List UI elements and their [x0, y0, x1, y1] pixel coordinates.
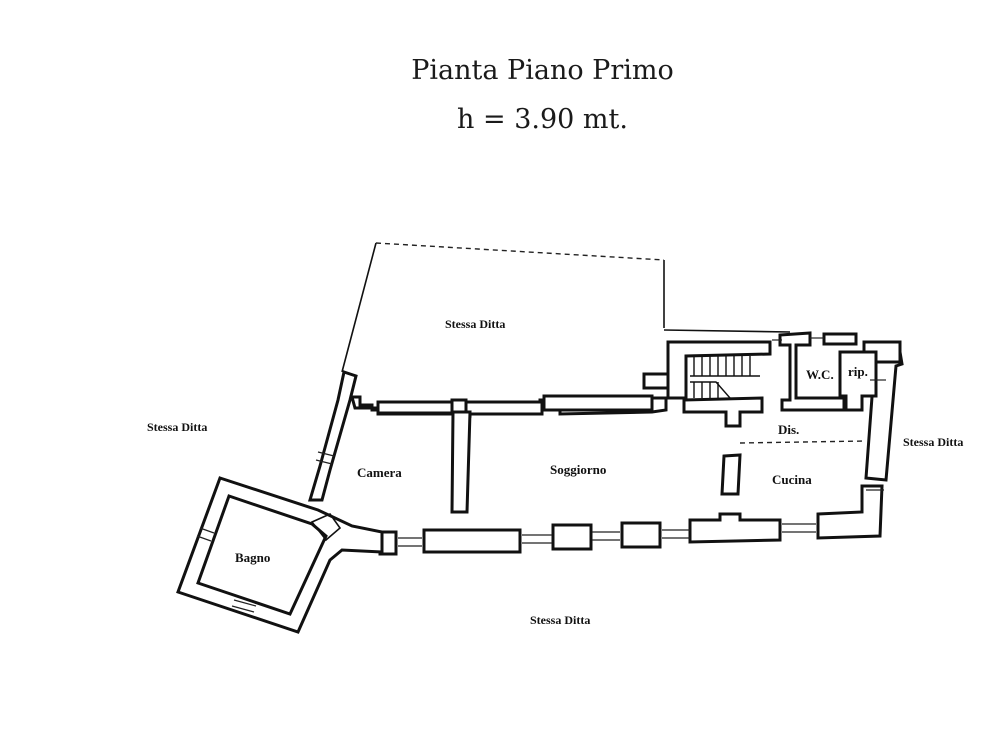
plan-title: Pianta Piano Primo — [411, 55, 674, 86]
adjacent-label-west: Stessa Ditta — [147, 420, 207, 434]
room-label-wc: W.C. — [806, 367, 834, 382]
adjacent-label-south: Stessa Ditta — [530, 613, 590, 627]
bagno-wing — [176, 476, 384, 634]
room-label-cucina: Cucina — [772, 472, 812, 487]
room-label-soggiorno: Soggiorno — [550, 462, 606, 477]
windows — [196, 337, 886, 613]
staircase — [642, 340, 772, 400]
ceiling-height: h = 3.90 mt. — [457, 104, 628, 135]
adjacent-property-north — [341, 242, 791, 373]
adjacent-label-east: Stessa Ditta — [903, 435, 963, 449]
interior-walls — [450, 331, 878, 514]
room-label-bagno: Bagno — [235, 550, 270, 565]
adjacent-label-north: Stessa Ditta — [445, 317, 505, 331]
room-label-ripostiglio: rip. — [848, 364, 868, 379]
room-label-camera: Camera — [357, 465, 402, 480]
room-label-disimpegno: Dis. — [778, 422, 799, 437]
